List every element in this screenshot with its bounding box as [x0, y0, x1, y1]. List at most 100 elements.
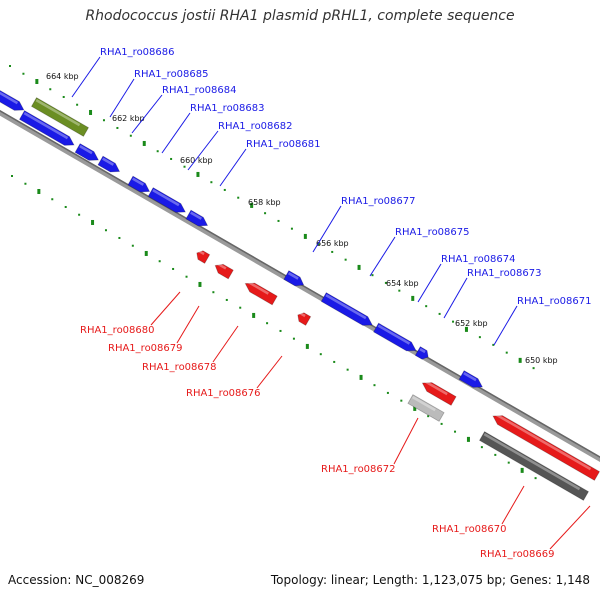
gene-label[interactable]: RHA1_ro08670 — [432, 524, 507, 535]
gene-feature[interactable] — [295, 311, 312, 326]
ruler-tick — [252, 312, 256, 318]
gene-label[interactable]: RHA1_ro08669 — [480, 549, 555, 560]
gene-label[interactable]: RHA1_ro08681 — [246, 139, 321, 150]
ruler-tick — [250, 202, 254, 208]
gene-feature[interactable] — [478, 431, 590, 501]
gene-feature[interactable] — [320, 292, 375, 330]
gene-feature[interactable] — [283, 270, 306, 290]
gene-features — [0, 89, 600, 501]
ruler-tick — [89, 109, 93, 115]
gene-label[interactable]: RHA1_ro08680 — [80, 325, 155, 336]
ruler-tick — [317, 243, 320, 246]
gene-label[interactable]: RHA1_ro08673 — [467, 268, 542, 279]
ruler-tick — [11, 175, 13, 177]
ruler-tick — [303, 233, 307, 239]
gene-feature[interactable] — [407, 394, 445, 422]
ruler-tick — [398, 289, 401, 292]
ruler-tick — [64, 205, 67, 208]
ruler-tick — [198, 281, 202, 287]
ruler-tick — [277, 219, 280, 222]
gene-feature[interactable] — [213, 261, 234, 280]
leader-line — [443, 277, 468, 319]
ruler-tick — [427, 415, 430, 418]
gene-feature[interactable] — [30, 97, 90, 137]
gene-feature[interactable] — [491, 412, 600, 481]
gene-label[interactable]: RHA1_ro08676 — [186, 388, 261, 399]
gene-label[interactable]: RHA1_ro08685 — [134, 69, 209, 80]
leader-line — [256, 355, 283, 389]
ruler-tick — [357, 264, 361, 270]
ruler-tick — [440, 422, 443, 425]
ruler-tick — [520, 467, 524, 473]
ruler-tick — [76, 103, 79, 106]
leader-line — [176, 305, 200, 344]
leader-line — [150, 291, 181, 326]
ruler-tick — [266, 322, 269, 325]
ruler-tick — [116, 126, 119, 129]
ruler-tick — [144, 250, 148, 256]
gene-feature[interactable] — [147, 187, 188, 217]
ruler-tick — [35, 78, 39, 84]
leader-line — [71, 56, 101, 98]
ruler-tick — [384, 281, 387, 284]
gene-label[interactable]: RHA1_ro08684 — [162, 85, 237, 96]
ruler-tick — [413, 405, 417, 411]
gene-label[interactable]: RHA1_ro08677 — [341, 196, 416, 207]
gene-label[interactable]: RHA1_ro08671 — [517, 296, 592, 307]
ruler-tick — [518, 357, 522, 363]
ruler-tick — [425, 305, 428, 308]
ruler-tick — [411, 295, 415, 301]
gene-feature[interactable] — [127, 175, 152, 196]
gene-label[interactable]: RHA1_ro08672 — [321, 464, 396, 475]
gene-feature[interactable] — [97, 155, 122, 176]
ruler-tick — [507, 461, 510, 464]
gene-label[interactable]: RHA1_ro08674 — [441, 254, 516, 265]
ruler-tick — [24, 182, 27, 185]
ruler-tick — [102, 119, 105, 122]
ruler-tick — [264, 212, 267, 215]
ruler-tick — [9, 65, 11, 67]
ruler-label: 654 kbp — [386, 279, 419, 288]
ruler-tick — [346, 368, 349, 371]
ruler-tick — [532, 367, 535, 370]
ruler-tick — [454, 430, 457, 433]
ruler-tick — [373, 384, 376, 387]
ruler-tick — [371, 274, 374, 277]
ruler-tick — [156, 150, 159, 153]
gene-feature[interactable] — [74, 143, 101, 165]
ruler-tick — [386, 391, 389, 394]
ruler-tick — [331, 250, 334, 253]
gene-label[interactable]: RHA1_ro08686 — [100, 47, 175, 58]
ruler-tick — [172, 267, 175, 270]
gene-feature[interactable] — [0, 89, 26, 115]
gene-feature[interactable] — [420, 379, 457, 406]
ruler-label: 656 kbp — [316, 239, 349, 248]
gene-feature[interactable] — [373, 322, 419, 355]
ruler-tick — [225, 298, 228, 301]
gene-feature[interactable] — [243, 279, 278, 306]
ruler-tick — [452, 320, 455, 323]
leader-line — [212, 325, 239, 363]
gene-feature[interactable] — [185, 209, 210, 230]
gene-label[interactable]: RHA1_ro08678 — [142, 362, 217, 373]
gene-label[interactable]: RHA1_ro08675 — [395, 227, 470, 238]
gene-feature[interactable] — [458, 370, 485, 392]
gene-label[interactable]: RHA1_ro08679 — [108, 343, 183, 354]
leader-line — [417, 263, 442, 303]
ruler-tick — [196, 171, 200, 177]
gene-label[interactable]: RHA1_ro08682 — [218, 121, 293, 132]
leader-line — [187, 130, 219, 171]
gene-feature[interactable] — [18, 110, 77, 150]
accession-text: Accession: NC_008269 — [8, 573, 145, 587]
gene-labels: RHA1_ro08686RHA1_ro08685RHA1_ro08684RHA1… — [80, 47, 592, 560]
gene-feature[interactable] — [194, 249, 211, 264]
ruler-tick — [22, 72, 25, 75]
gene-feature[interactable] — [414, 346, 430, 362]
ruler-dots-bottom — [11, 175, 537, 480]
ruler-tick — [534, 477, 537, 480]
ruler-tick — [158, 260, 161, 263]
leader-line — [393, 417, 419, 465]
gene-label[interactable]: RHA1_ro08683 — [190, 103, 265, 114]
leader-line — [219, 148, 247, 187]
